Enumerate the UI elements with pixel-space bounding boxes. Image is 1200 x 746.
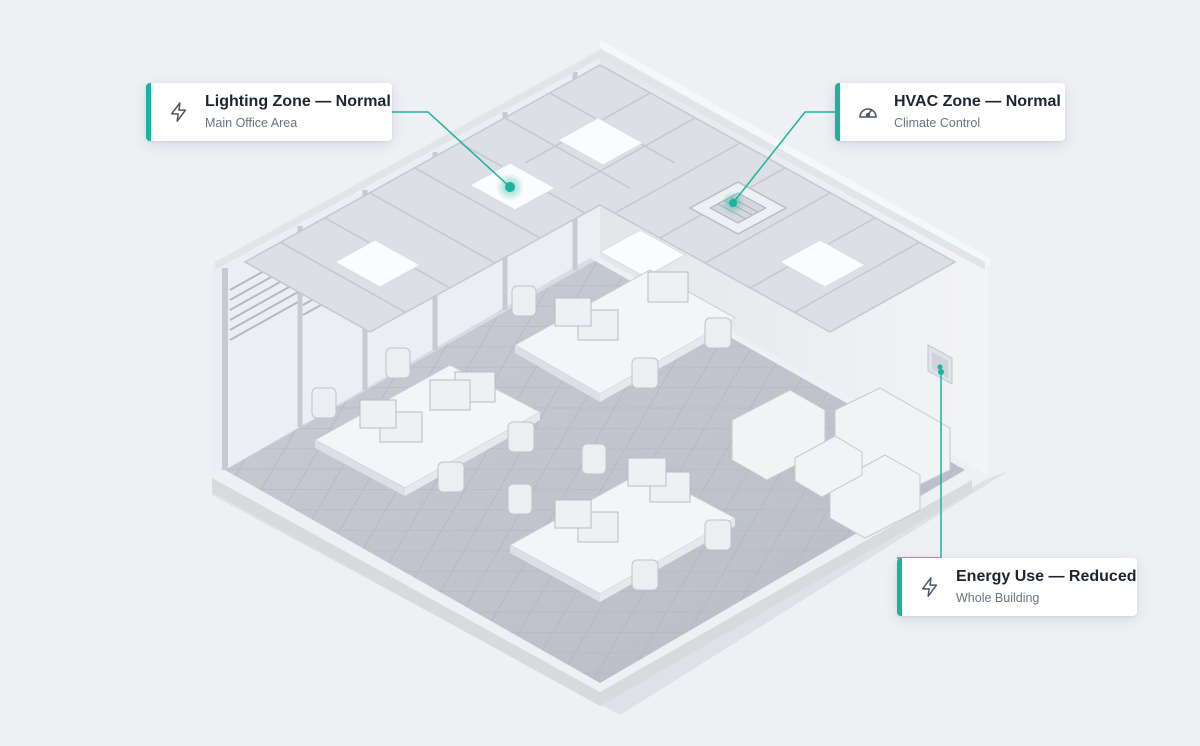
right-wall-top bbox=[600, 40, 990, 266]
energy-use-callout[interactable]: Energy Use — Reduced Whole Building bbox=[897, 558, 1137, 616]
lighting-zone-subtitle: Main Office Area bbox=[205, 116, 298, 130]
lighting-zone-title: Lighting Zone — Normal bbox=[205, 93, 391, 110]
energy-marker bbox=[938, 369, 944, 375]
energy-use-subtitle: Whole Building bbox=[956, 591, 1040, 605]
hvac-zone-callout[interactable]: HVAC Zone — Normal Climate Control bbox=[835, 83, 1065, 141]
lightning-icon bbox=[916, 573, 944, 601]
lightning-icon bbox=[165, 98, 193, 126]
office-chairs bbox=[311, 285, 732, 591]
thermostat-panel bbox=[927, 344, 953, 385]
hvac-zone-subtitle: Climate Control bbox=[894, 116, 981, 130]
lighting-marker bbox=[496, 173, 524, 201]
hvac-marker bbox=[721, 191, 745, 215]
hvac-zone-title: HVAC Zone — Normal bbox=[894, 93, 1061, 110]
lounge-area bbox=[731, 387, 951, 539]
lighting-zone-callout[interactable]: Lighting Zone — Normal Main Office Area bbox=[146, 83, 392, 141]
energy-use-title: Energy Use — Reduced bbox=[956, 568, 1137, 585]
gauge-icon bbox=[854, 98, 882, 126]
